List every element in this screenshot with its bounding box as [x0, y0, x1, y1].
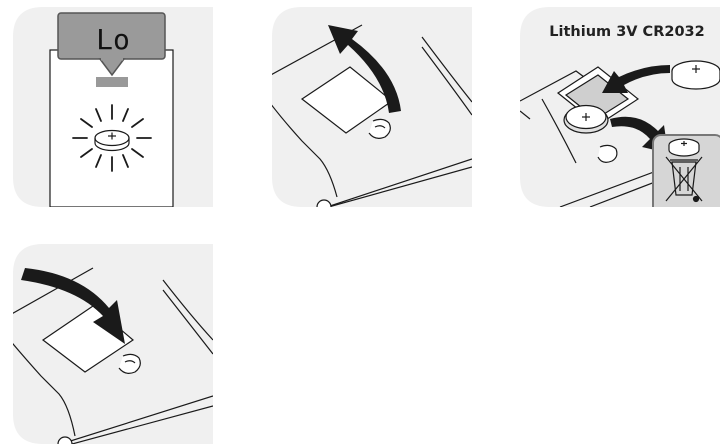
device-body [272, 24, 472, 207]
new-coin-cell [671, 60, 720, 90]
disposal-box [652, 134, 720, 207]
lcd-connector [96, 77, 128, 87]
lcd-text: Lo [96, 23, 130, 56]
battery-cover [300, 66, 393, 139]
step-2-open-cover-panel [272, 7, 472, 207]
flashing-battery-icon [72, 104, 152, 172]
open-arrow-icon [328, 25, 401, 113]
battery-compartment [556, 66, 640, 163]
device-outline [49, 49, 174, 207]
old-coin-cell [668, 138, 700, 157]
step-4-close-cover-panel [13, 244, 213, 444]
step-3-replace-battery-panel: Lithium 3V CR2032 [520, 7, 720, 207]
battery-type-label: Lithium 3V CR2032 [549, 24, 704, 40]
device-body [13, 267, 213, 444]
lcd-display: Lo [57, 12, 166, 77]
step-1-low-battery-panel: Lo [13, 7, 213, 207]
close-arrow-icon [21, 268, 125, 344]
insert-arrow-icon [602, 65, 670, 93]
crossed-bin-icon [665, 156, 703, 203]
